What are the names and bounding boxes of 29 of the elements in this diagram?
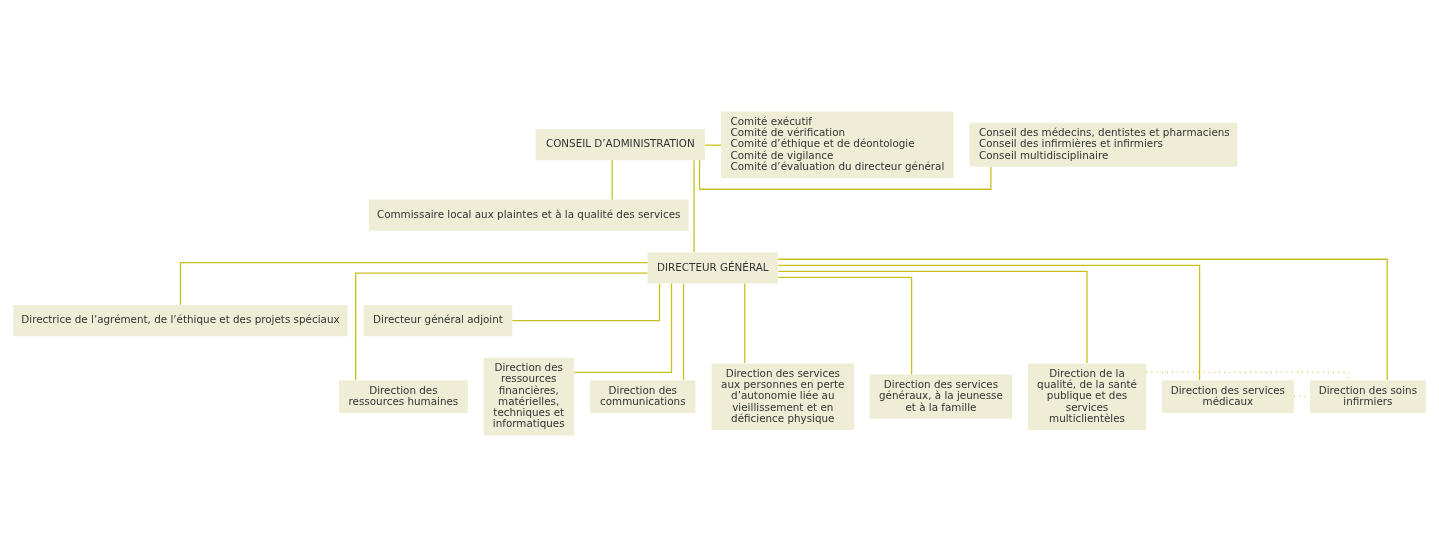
connector — [511, 282, 661, 321]
node-box: Direction des services médicaux — [1161, 379, 1294, 413]
connector — [611, 159, 613, 200]
node-box: Direction des services aux personnes en perte d’autonomie liée au vieillissement et en déficience physique — [711, 362, 855, 430]
node-box: Comité exécutif Comité de vérification Comité d’éthique et de déontologie Comité de vigilance Comité d’évaluation du directeur général — [721, 110, 954, 178]
node-box: Direction des services généraux, à la jeunesse et à la famille — [869, 374, 1013, 419]
node-box: Directeur général adjoint — [363, 304, 513, 336]
connector — [355, 271, 648, 381]
connector — [1145, 371, 1350, 381]
node-box: Direction des communications — [590, 379, 696, 413]
node-box: Direction de la qualité, de la santé publique et des services multiclientèles — [1027, 362, 1147, 430]
connector — [777, 270, 1088, 364]
connector — [682, 282, 685, 381]
connector — [744, 282, 746, 364]
node-box: Directrice de l’agrément, de l’éthique et des projets spéciaux — [13, 304, 348, 336]
connector — [777, 258, 1388, 381]
node-box: Direction des ressources humaines — [339, 379, 468, 413]
connector — [573, 282, 673, 373]
node-box: Direction des ressources financières, matérielles, techniques et informatiques — [483, 357, 575, 436]
node-box: Direction des soins infirmiers — [1310, 379, 1426, 413]
connector — [179, 261, 649, 305]
node-box: CONSEIL D’ADMINISTRATION — [535, 128, 705, 160]
node-box: DIRECTEUR GÉNÉRAL — [647, 251, 779, 283]
connector — [693, 159, 695, 253]
node-box: Commissaire local aux plaintes et à la qualité des services — [368, 199, 689, 231]
connector — [777, 276, 913, 375]
connector — [777, 264, 1201, 381]
connector — [698, 159, 992, 190]
node-box: Conseil des médecins, dentistes et pharmaciens Conseil des infirmières et infirmiers Conseil multidisciplinaire — [969, 122, 1238, 167]
